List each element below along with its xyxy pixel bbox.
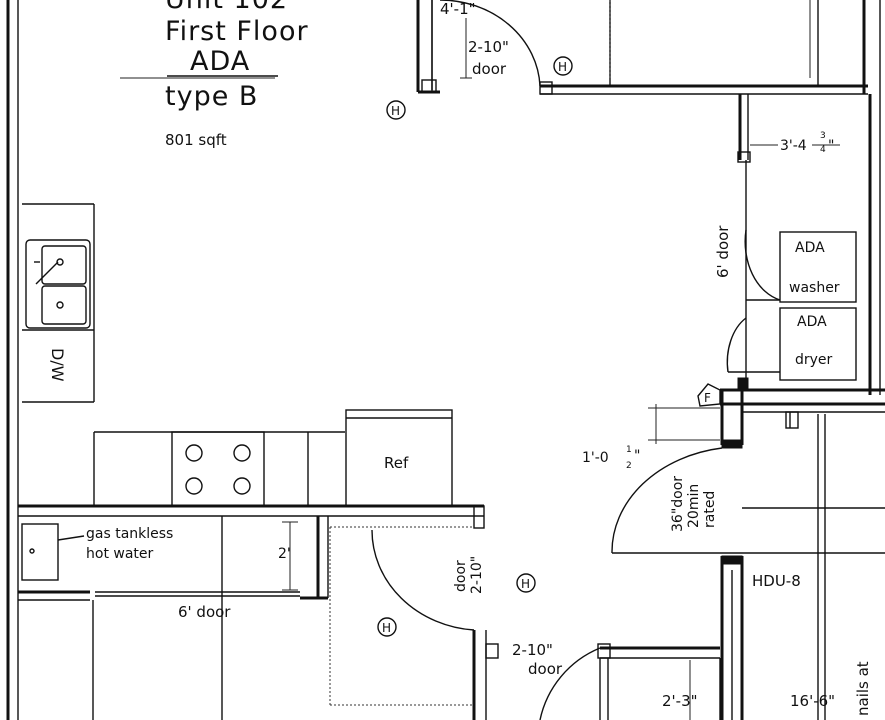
- closet-door-label: 6' door: [178, 603, 231, 621]
- dryer-label: dryer: [795, 352, 833, 368]
- side-door-label-a: door: [453, 560, 469, 592]
- tag-h-entry: H: [553, 56, 573, 76]
- dim-offset-den: 2: [626, 461, 632, 471]
- walls: [6, 0, 885, 720]
- svg-text:H: H: [382, 621, 391, 635]
- dim-top-door-height: 2-10": [468, 38, 509, 56]
- dim-top-door-width: 4'-1": [440, 0, 476, 18]
- kitchen: [21, 203, 453, 581]
- title-block: Unit 102 First Floor ADA type B 801 sqft: [165, 0, 309, 149]
- annotations: 4'-1" 2-10" door 3'-4 3 4 " 6' door ADA …: [48, 0, 872, 716]
- water-heater: [21, 523, 59, 581]
- fridge-label: Ref: [384, 454, 409, 472]
- dim-laundry-inch: ": [828, 138, 834, 154]
- doors: [371, 0, 781, 720]
- top-door-word: door: [472, 60, 507, 78]
- washer: [779, 231, 857, 303]
- dryer-ada: ADA: [797, 314, 827, 330]
- washer-ada: ADA: [795, 240, 825, 256]
- range: [171, 431, 265, 507]
- svg-text:H: H: [391, 104, 400, 118]
- fire-door-label-b: 20min: [686, 484, 702, 528]
- svg-text:H: H: [521, 577, 530, 591]
- unit-number: Unit 102: [165, 0, 288, 15]
- fire-door-label-c: rated: [702, 491, 718, 528]
- washer-label: washer: [789, 280, 840, 296]
- nails-label: nails at: [854, 661, 872, 716]
- dim-laundry-width: 3'-4: [780, 138, 807, 154]
- dim-bath-door: 2-10": [512, 641, 553, 659]
- water-heater-label-b: hot water: [86, 546, 154, 562]
- side-door-label-b: 2-10": [469, 556, 485, 594]
- dryer: [779, 307, 857, 381]
- unit-area: 801 sqft: [165, 131, 227, 149]
- dim-wall: 16'-6": [790, 692, 835, 710]
- fire-door-label-a: 36"door: [670, 476, 686, 532]
- dim-bottom: 2'-3": [662, 692, 698, 710]
- dim-closet: 2': [278, 546, 291, 562]
- dim-laundry-frac-den: 4: [820, 145, 826, 155]
- refrigerator: [345, 409, 453, 507]
- dim-offset-num: 1: [626, 445, 632, 455]
- bath-door-word: door: [528, 660, 563, 678]
- dim-laundry-frac-num: 3: [820, 131, 826, 141]
- kitchen-sink: [25, 239, 91, 329]
- svg-text:F: F: [704, 391, 711, 405]
- unit-type: type B: [165, 81, 258, 112]
- tag-h-pantry: H: [377, 617, 397, 637]
- dim-offset-inch: ": [634, 448, 640, 464]
- dimensions: [120, 0, 840, 720]
- laundry-door-label: 6' door: [714, 225, 732, 278]
- ada-label: ADA: [190, 46, 250, 77]
- tag-f: F: [697, 383, 721, 407]
- laundry: [779, 231, 857, 381]
- tag-h-living: H: [386, 100, 406, 120]
- holdown-label: HDU-8: [752, 572, 801, 590]
- tags: H H H H F: [377, 56, 721, 637]
- dim-offset: 1'-0: [582, 450, 609, 466]
- dishwasher-label: D/W: [48, 348, 67, 382]
- water-heater-label-a: gas tankless: [86, 526, 173, 542]
- svg-text:H: H: [558, 60, 567, 74]
- tag-h-hall: H: [516, 573, 536, 593]
- floor-label: First Floor: [165, 16, 309, 47]
